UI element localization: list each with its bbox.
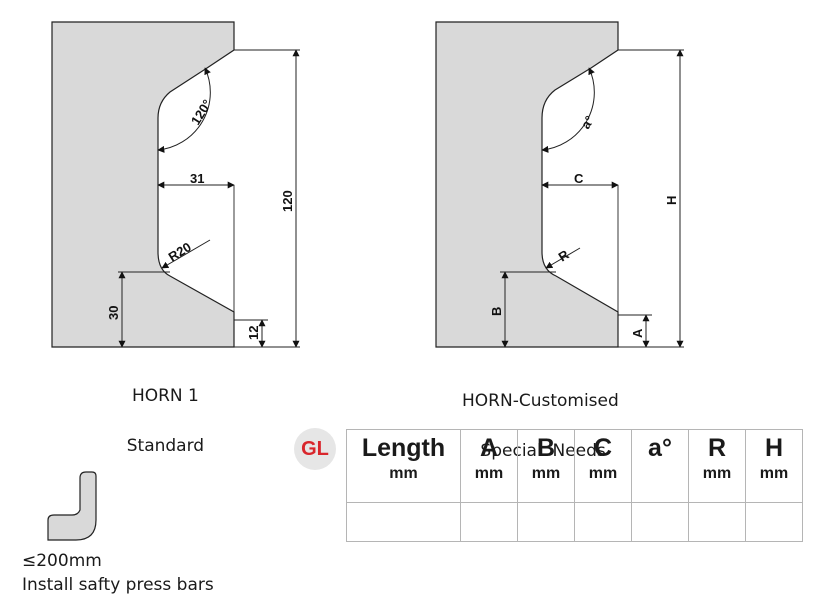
- horn1-caption-line2: Standard: [126, 436, 205, 456]
- col-r-header: R mm: [688, 429, 746, 503]
- col-angle-header: a°: [631, 429, 689, 503]
- horn1-width-label: 31: [190, 171, 204, 186]
- spec-table-input-row: [346, 502, 803, 542]
- horn1-profile: 120° 31 R20 120 30 12: [51, 21, 300, 348]
- col-a-unit: mm: [474, 465, 504, 482]
- note-install-text: Install safty press bars: [22, 575, 214, 595]
- horn2-tip-label: A: [630, 328, 645, 338]
- horn1-height-label: 120: [280, 190, 295, 212]
- horn2-caption-line1: HORN-Customised: [462, 391, 619, 411]
- cell-length-value[interactable]: [346, 502, 461, 542]
- col-length-header: Length mm: [346, 429, 461, 503]
- gl-logo-badge: GL: [294, 428, 336, 470]
- cell-c-value[interactable]: [574, 502, 632, 542]
- horn1-caption-line1: HORN 1: [131, 386, 199, 406]
- col-r-label: R: [707, 434, 727, 462]
- col-h-header: H mm: [745, 429, 803, 503]
- col-length-unit: mm: [389, 465, 418, 482]
- col-length-label: Length: [361, 434, 446, 462]
- spec-table-header-row: Length mm A mm B mm C mm a° R mm H mm: [346, 429, 803, 503]
- col-c-label: C: [593, 434, 613, 462]
- col-h-unit: mm: [759, 465, 789, 482]
- horn2-radius-label: R: [556, 247, 572, 265]
- col-b-label: B: [536, 434, 556, 462]
- note-length-limit: ≤200mm: [22, 551, 102, 571]
- col-b-header: B mm: [517, 429, 575, 503]
- col-h-label: H: [764, 434, 784, 462]
- col-a-header: A mm: [460, 429, 518, 503]
- horn1-radius-label: R20: [166, 239, 194, 264]
- cell-angle-value[interactable]: [631, 502, 689, 542]
- press-bar-note: ≤200mm Install safty press bars: [22, 549, 214, 597]
- press-bar-icon: [47, 471, 97, 541]
- horn1-angle-label: 120°: [188, 97, 215, 128]
- cell-h-value[interactable]: [745, 502, 803, 542]
- col-c-unit: mm: [588, 465, 618, 482]
- horn1-lower-label: 30: [106, 306, 121, 320]
- horn2-lower-label: B: [489, 307, 504, 316]
- horn2-width-label: C: [574, 171, 584, 186]
- cell-r-value[interactable]: [688, 502, 746, 542]
- horn1-caption: HORN 1 Standard: [92, 359, 228, 459]
- col-r-unit: mm: [702, 465, 732, 482]
- cell-b-value[interactable]: [517, 502, 575, 542]
- horn2-profile: a° C R H B A: [435, 21, 684, 348]
- col-b-unit: mm: [531, 465, 561, 482]
- cell-a-value[interactable]: [460, 502, 518, 542]
- horn2-height-label: H: [664, 196, 679, 205]
- spec-table: Length mm A mm B mm C mm a° R mm H mm: [346, 429, 803, 542]
- col-angle-label: a°: [648, 434, 672, 462]
- horn2-angle-label: a°: [578, 113, 597, 131]
- gl-logo-text: GL: [301, 437, 329, 460]
- col-a-label: A: [479, 434, 499, 462]
- horn1-tip-label: 12: [246, 326, 261, 340]
- col-c-header: C mm: [574, 429, 632, 503]
